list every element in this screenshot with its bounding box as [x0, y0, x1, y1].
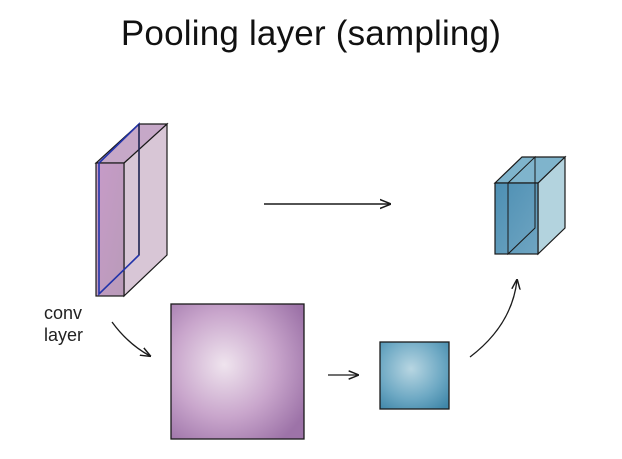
up-curve-arrow — [469, 280, 517, 358]
pooled-volume — [493, 155, 567, 256]
conv-volume — [94, 122, 169, 298]
slide-title: Pooling layer (sampling) — [120, 14, 502, 53]
conv-label-line2: layer — [44, 325, 84, 345]
pooled-volume-slice — [507, 155, 536, 256]
conv-layer-label: conv layer — [44, 302, 83, 346]
feature-map-square — [170, 303, 305, 440]
pooled-map-square — [379, 341, 450, 410]
pooled-volume-front — [494, 182, 539, 255]
conv-volume-front — [95, 162, 125, 297]
conv-label-line1: conv — [44, 303, 83, 323]
conv-label-arrow — [111, 321, 150, 356]
